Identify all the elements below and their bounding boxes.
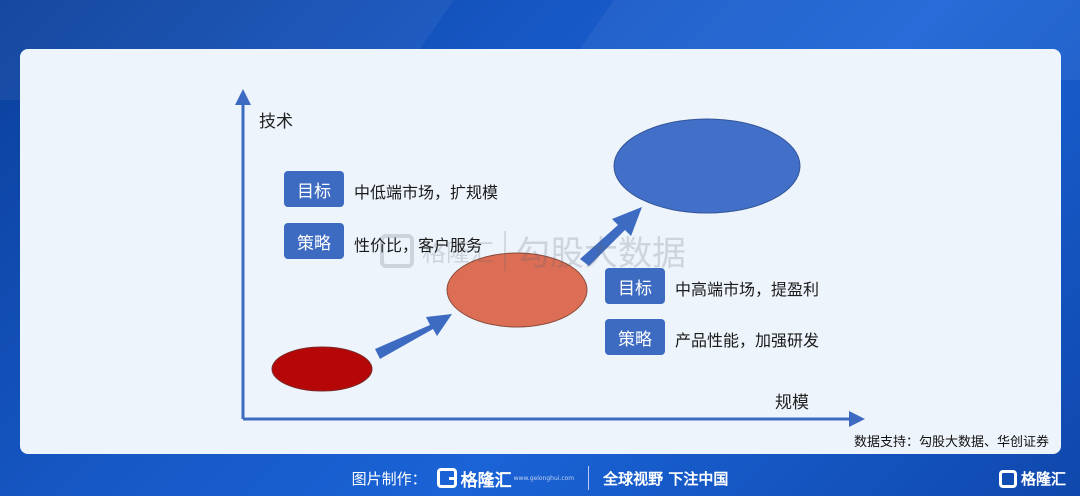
phase1-goal-text: 中低端市场，扩规模 bbox=[354, 183, 499, 202]
phase2-goal-tag: 目标 bbox=[605, 268, 665, 304]
x-axis-label: 规模 bbox=[775, 393, 809, 413]
footer-slogan: 全球视野 下注中国 bbox=[603, 469, 729, 488]
phase2-goal-text: 中高端市场，提盈利 bbox=[675, 280, 820, 299]
phase2-strategy-tag: 策略 bbox=[605, 319, 665, 355]
corner-brand-text: 格隆汇 bbox=[1020, 470, 1066, 488]
growth-arrow-1 bbox=[375, 314, 452, 359]
watermark-brand: 格隆汇 bbox=[422, 239, 494, 267]
watermark-divider bbox=[504, 230, 506, 271]
footer: 图片制作： 格隆汇 www.gelonghui.com 全球视野 下注中国 bbox=[0, 460, 1080, 496]
growth-diagram bbox=[235, 89, 865, 427]
phase1-strategy-text: 性价比，客户服务 bbox=[354, 236, 483, 255]
stage-high-ellipse bbox=[613, 118, 801, 214]
watermark: 格隆汇 勾股大数据 bbox=[380, 226, 686, 275]
corner-brand: 格隆汇 bbox=[998, 468, 1066, 489]
corner-logo-icon bbox=[998, 469, 1017, 488]
brand-logo-icon bbox=[436, 468, 457, 488]
phase2-strategy-text: 产品性能，加强研发 bbox=[675, 331, 820, 350]
footer-brand-url: www.gelonghui.com bbox=[513, 474, 575, 482]
growth-arrow-2 bbox=[580, 207, 642, 266]
content-panel: 技术 规模 格隆汇 勾股大数据 目标 中低端市场，扩规模 策略 性价比，客户服务… bbox=[20, 49, 1061, 454]
watermark-text: 勾股大数据 bbox=[516, 234, 686, 274]
y-axis-label: 技术 bbox=[259, 112, 293, 132]
y-axis-arrowhead bbox=[235, 89, 251, 105]
phase1-goal-tag: 目标 bbox=[284, 171, 344, 207]
stage-mid-ellipse bbox=[446, 252, 588, 328]
footer-brand: 格隆汇 bbox=[460, 470, 512, 491]
footer-made-by: 图片制作： bbox=[351, 469, 427, 488]
stage-low-ellipse bbox=[271, 346, 373, 392]
footer-divider bbox=[588, 466, 590, 490]
x-axis-arrowhead bbox=[849, 411, 865, 427]
data-source: 数据支持：勾股大数据、华创证券 bbox=[853, 435, 1049, 450]
watermark-logo-icon bbox=[380, 233, 414, 268]
phase1-strategy-tag: 策略 bbox=[284, 223, 344, 259]
